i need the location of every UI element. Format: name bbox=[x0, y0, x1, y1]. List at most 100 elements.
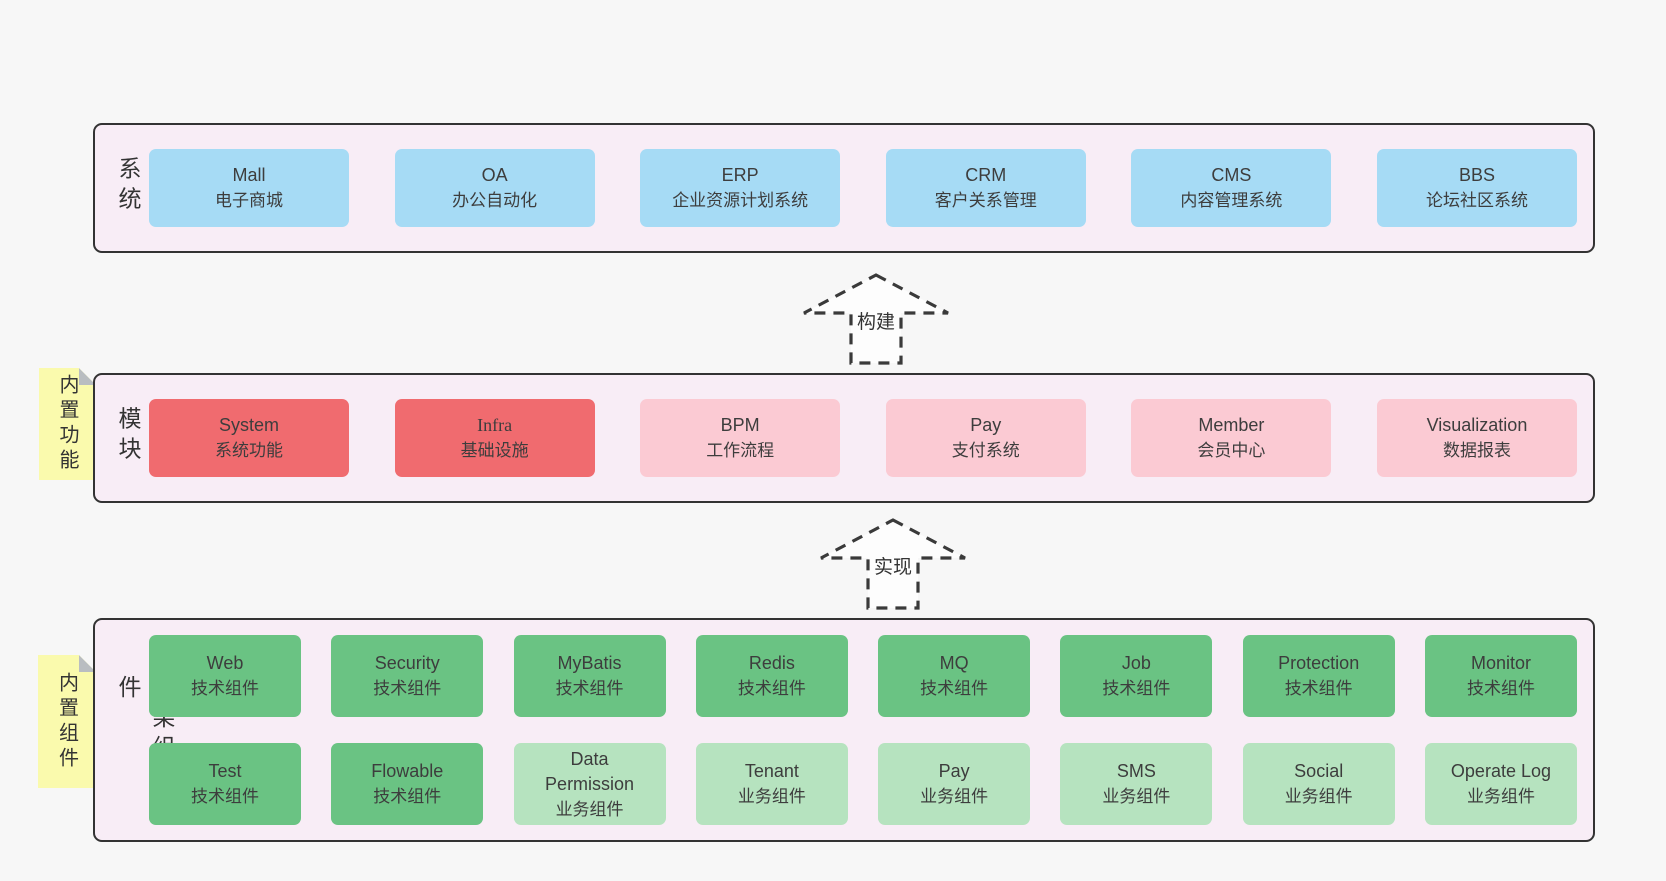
shape-subtitle: 业务组件 bbox=[1284, 787, 1353, 806]
shape-title: Pay bbox=[938, 761, 970, 781]
shape-operate-log: Operate Log 业务组件 bbox=[1424, 743, 1577, 825]
shape-subtitle: 技术组件 bbox=[920, 679, 989, 698]
shape-subtitle: 论坛社区系统 bbox=[1425, 191, 1528, 210]
shape-job: Job 技术组件 bbox=[1060, 635, 1213, 717]
arrow-label: 构建 bbox=[853, 311, 899, 335]
shape-subtitle: 企业资源计划系统 bbox=[672, 191, 809, 210]
shape-subtitle: 支付系统 bbox=[951, 441, 1020, 460]
shape-title: Member bbox=[1198, 415, 1265, 435]
shape-subtitle: 技术组件 bbox=[373, 679, 442, 698]
shape-subtitle: 技术组件 bbox=[373, 787, 442, 806]
shape-subtitle: 技术组件 bbox=[555, 679, 624, 698]
shape-system: System 系统功能 bbox=[149, 399, 349, 477]
sticky-note-text: 内置组件 bbox=[55, 671, 78, 772]
shape-tenant: Tenant 业务组件 bbox=[695, 743, 848, 825]
shape-title: OA bbox=[481, 165, 508, 185]
shape-title: Visualization bbox=[1426, 415, 1528, 435]
shape-pay: Pay 支付系统 bbox=[885, 399, 1086, 477]
arrow-build: 构建 bbox=[800, 271, 952, 367]
shape-subtitle: 业务组件 bbox=[555, 799, 624, 819]
shape-subtitle: 业务组件 bbox=[737, 787, 806, 806]
folded-corner-icon bbox=[79, 368, 96, 385]
box-row: Mall 电子商城 OA 办公自动化 ERP 企业资源计划系统 CRM 客户关系管理 CMS 内容… bbox=[149, 149, 1577, 227]
shape-subtitle: 客户关系管理 bbox=[934, 191, 1037, 210]
shape-protection: Protection 技术组件 bbox=[1242, 635, 1395, 717]
shape-member: Member 会员中心 bbox=[1131, 399, 1332, 477]
shape-mall: Mall 电子商城 bbox=[149, 149, 349, 227]
folded-corner-icon bbox=[79, 655, 96, 672]
shape-title: Flowable bbox=[371, 761, 444, 781]
shape-subtitle: 技术组件 bbox=[1284, 679, 1353, 698]
shape-title: CMS bbox=[1211, 165, 1252, 185]
band-common-modules: 通用模块 System系统功能Infra基础设施BPM工作流程Pay支付系统Me… bbox=[93, 373, 1595, 503]
shape-subtitle: 电子商城 bbox=[215, 191, 283, 210]
shape-title: Mall bbox=[232, 165, 266, 185]
shape-pay: Pay 业务组件 bbox=[878, 743, 1031, 825]
shape-monitor: Monitor 技术组件 bbox=[1424, 635, 1577, 717]
shape-crm: CRM 客户关系管理 bbox=[885, 149, 1086, 227]
shape-oa: OA 办公自动化 bbox=[394, 149, 595, 227]
shape-erp: ERP 企业资源计划系统 bbox=[640, 149, 841, 227]
shape-redis: Redis 技术组件 bbox=[695, 635, 848, 717]
shape-cms: CMS 内容管理系统 bbox=[1131, 149, 1332, 227]
shape-title: Job bbox=[1121, 653, 1151, 673]
shape-title: Data Permission bbox=[545, 748, 635, 794]
shape-subtitle: 业务组件 bbox=[1102, 787, 1171, 806]
sticky-note-text: 内置功能 bbox=[56, 374, 78, 474]
shape-title: System bbox=[218, 415, 279, 435]
band-boxes: Mall 电子商城 OA 办公自动化 ERP 企业资源计划系统 CRM 客户关系管理 CMS 内容… bbox=[149, 125, 1577, 251]
shape-title: Operate Log bbox=[1450, 761, 1551, 781]
shape-title: BBS bbox=[1458, 165, 1495, 185]
shape-sms: SMS 业务组件 bbox=[1060, 743, 1213, 825]
arrow-label: 实现 bbox=[870, 556, 916, 580]
shape-title: ERP bbox=[721, 165, 759, 185]
sticky-note-builtin-features: 内置功能 bbox=[39, 368, 96, 480]
shape-bpm: BPM 工作流程 bbox=[640, 399, 841, 477]
shape-flowable: Flowable 技术组件 bbox=[331, 743, 484, 825]
shape-visualization: Visualization 数据报表 bbox=[1376, 399, 1577, 477]
shape-title: MQ bbox=[939, 653, 969, 673]
shape-subtitle: 基础设施 bbox=[460, 441, 529, 460]
shape-subtitle: 技术组件 bbox=[737, 679, 806, 698]
shape-title: Web bbox=[206, 653, 244, 673]
shape-title: Monitor bbox=[1470, 653, 1531, 673]
shape-subtitle: 会员中心 bbox=[1197, 441, 1266, 460]
shape-subtitle: 办公自动化 bbox=[452, 191, 538, 210]
shape-title: Protection bbox=[1278, 653, 1360, 673]
shape-subtitle: 工作流程 bbox=[706, 441, 775, 460]
sticky-note-builtin-components: 内置组件 bbox=[38, 655, 96, 788]
shape-test: Test 技术组件 bbox=[149, 743, 301, 825]
shape-title: SMS bbox=[1116, 761, 1156, 781]
shape-title: Tenant bbox=[744, 761, 799, 781]
shape-subtitle: 业务组件 bbox=[1466, 787, 1535, 806]
shape-mq: MQ 技术组件 bbox=[878, 635, 1031, 717]
shape-web: Web 技术组件 bbox=[149, 635, 301, 717]
shape-subtitle: 技术组件 bbox=[191, 787, 259, 806]
band-business-systems: 业务系统 Mall电子商城OA办公自动化ERP企业资源计划系统CRM客户关系管理… bbox=[93, 123, 1595, 253]
shape-subtitle: 系统功能 bbox=[215, 441, 283, 460]
shape-bbs: BBS 论坛社区系统 bbox=[1376, 149, 1577, 227]
shape-subtitle: 数据报表 bbox=[1442, 441, 1511, 460]
shape-subtitle: 业务组件 bbox=[920, 787, 989, 806]
shape-title: Test bbox=[208, 761, 242, 781]
shape-title: Redis bbox=[748, 653, 795, 673]
shape-title: BPM bbox=[720, 415, 760, 435]
shape-title: CRM bbox=[965, 165, 1007, 185]
shape-subtitle: 内容管理系统 bbox=[1180, 191, 1283, 210]
shape-subtitle: 技术组件 bbox=[1102, 679, 1171, 698]
shape-subtitle: 技术组件 bbox=[1466, 679, 1535, 698]
shape-subtitle: 技术组件 bbox=[191, 679, 259, 698]
shape-data-permission: Data Permission 业务组件 bbox=[513, 743, 666, 825]
shape-title: Pay bbox=[970, 415, 1002, 435]
